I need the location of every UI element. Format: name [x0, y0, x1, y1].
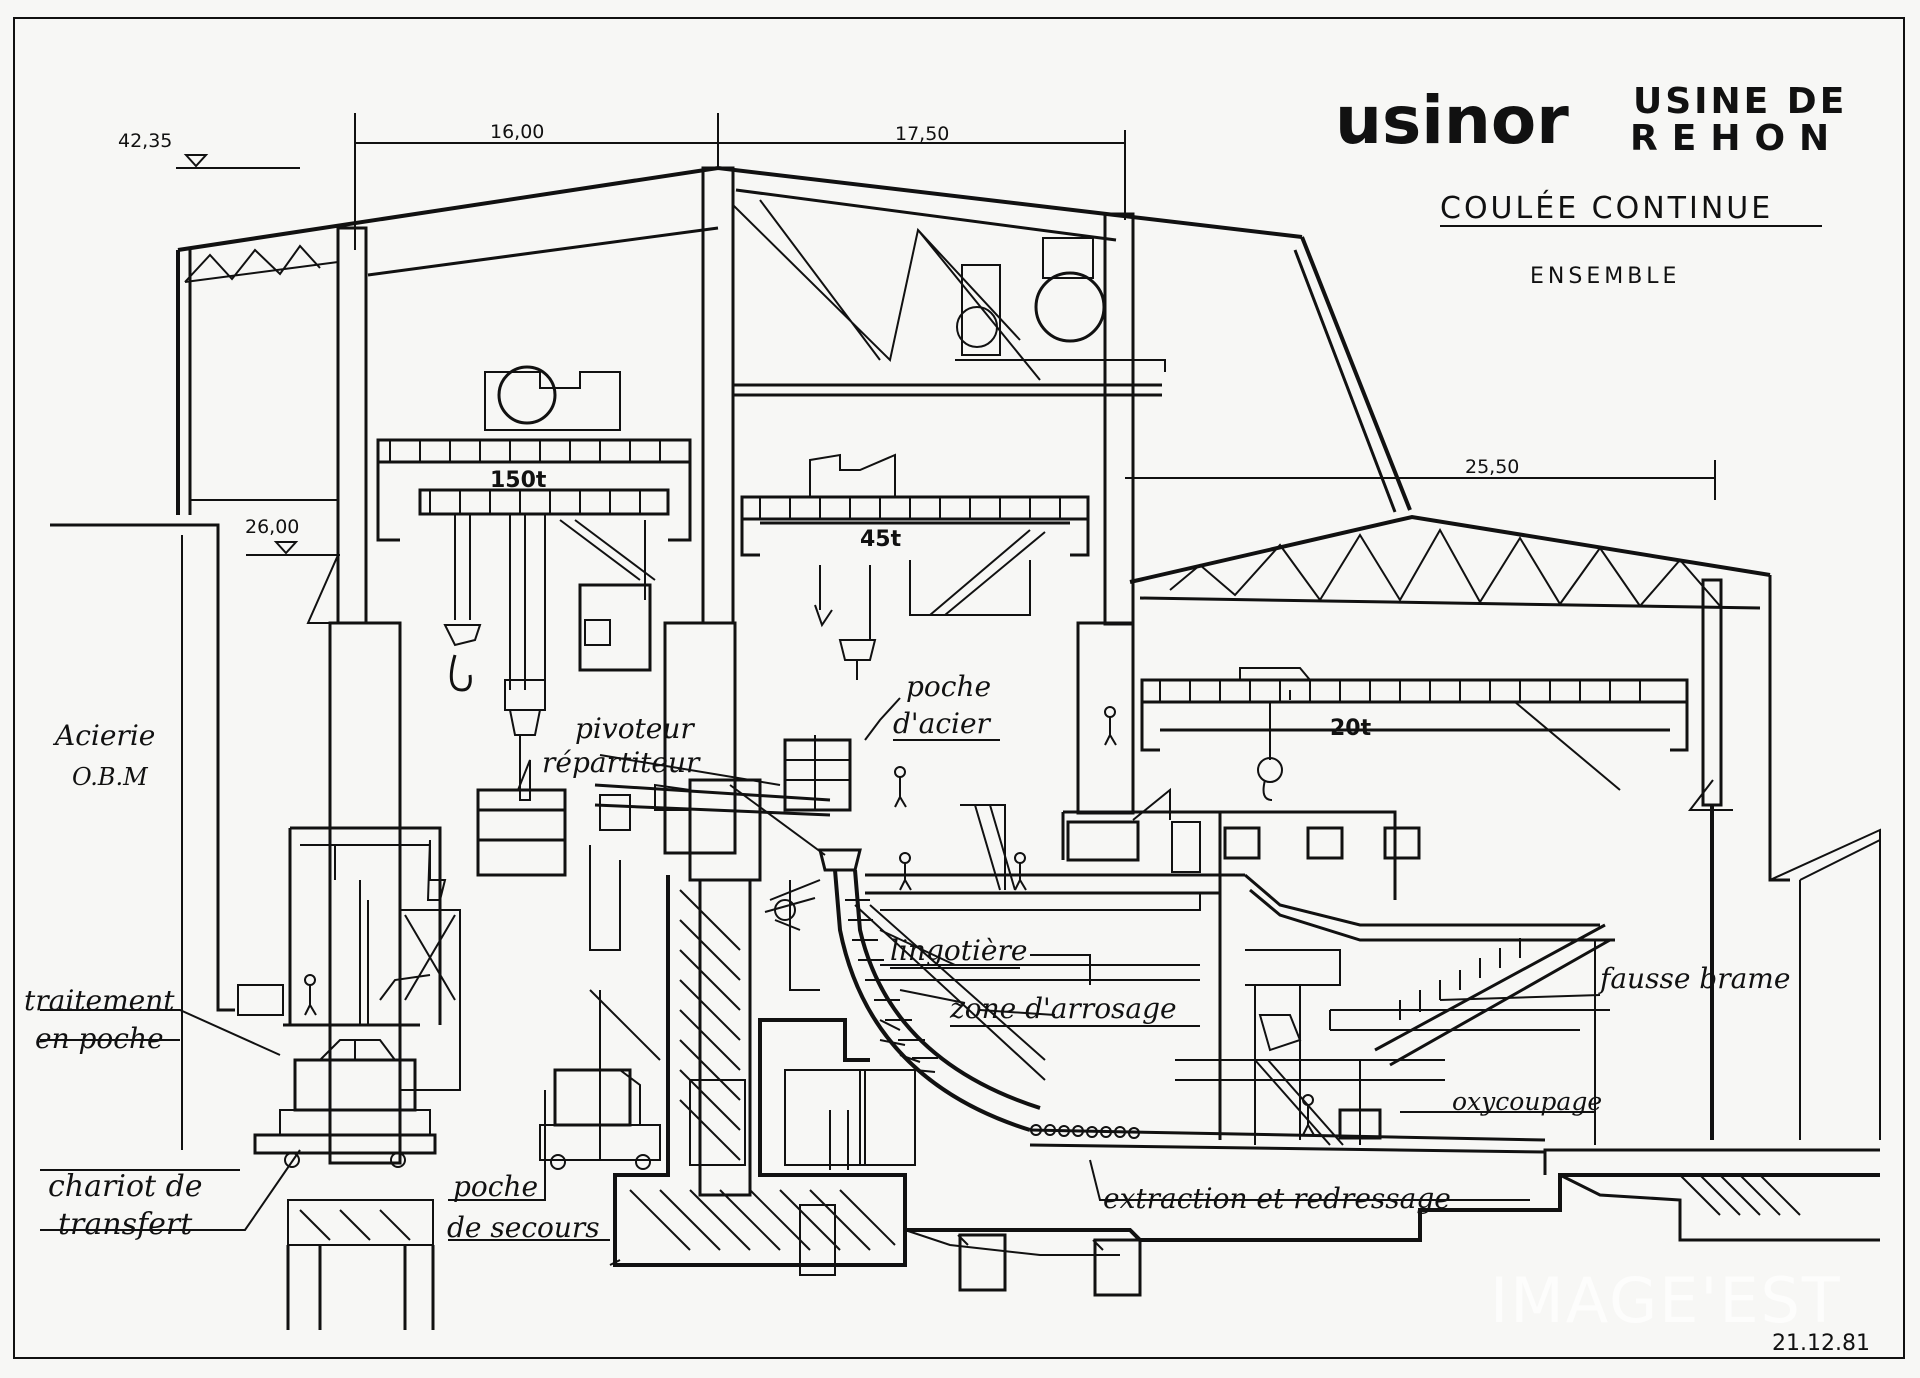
drawing-subtitle: ENSEMBLE	[1530, 264, 1680, 289]
crane-45t: 45t	[740, 453, 1090, 680]
chariot-label-2: transfert	[58, 1207, 193, 1242]
zone-arrosage-label: zone d'arrosage	[949, 992, 1177, 1025]
oxycoupage-label: oxycoupage	[1452, 1087, 1602, 1116]
poche-acier-label-1: poche	[906, 670, 991, 703]
lingotiere-label: lingotière	[890, 934, 1027, 967]
extraction-label: extraction et redressage	[1103, 1182, 1451, 1215]
elevation-mid-label: 26,00	[245, 516, 299, 538]
span-c-label: 25,50	[1465, 456, 1519, 478]
chariot-label-1: chariot de	[48, 1169, 203, 1204]
traitement-label-1: traitement	[24, 984, 175, 1017]
repartiteur-label: répartiteur	[542, 746, 701, 779]
traitement-label-2: en poche	[35, 1022, 164, 1055]
elevation-mid-marker	[273, 541, 299, 555]
poche-secours-label-2: de secours	[447, 1211, 600, 1244]
crane-20t-label: 20t	[1330, 716, 1372, 741]
drawing-border	[13, 17, 1905, 1359]
acierie-label: Acierie	[52, 719, 155, 752]
continuous-caster	[589, 735, 1880, 1297]
leader-lines	[40, 697, 1610, 1241]
worker-figures	[304, 706, 1315, 1136]
pivoteur-label: pivoteur	[575, 712, 695, 745]
elevation-top-label: 42,35	[118, 130, 172, 152]
watermark: IMAGE'EST	[1490, 1264, 1842, 1337]
span-a-label: 16,00	[490, 121, 544, 143]
drawing-date: 21.12.81	[1772, 1331, 1870, 1356]
crane-150t: 150t	[376, 365, 692, 877]
span-b-label: 17,50	[895, 123, 949, 145]
plant-name-line1: USINE DE	[1633, 81, 1847, 122]
acierie-obm-label: O.B.M	[72, 763, 149, 791]
poche-acier-label-2: d'acier	[893, 707, 992, 740]
crane-150t-label: 150t	[490, 468, 547, 493]
usinor-logo: usinor	[1335, 82, 1569, 159]
plant-name-line2: REHON	[1630, 118, 1843, 159]
fausse-brame-label: fausse brame	[1598, 962, 1790, 995]
crane-45t-label: 45t	[860, 527, 902, 552]
poche-secours-label-1: poche	[453, 1170, 538, 1203]
drawing-title: COULÉE CONTINUE	[1440, 190, 1773, 226]
elevation-top-marker	[183, 154, 209, 168]
crane-20t: 20t	[1140, 667, 1689, 801]
platforms-and-stairs	[559, 519, 1615, 1146]
ladle-treatment-area	[237, 826, 661, 1330]
